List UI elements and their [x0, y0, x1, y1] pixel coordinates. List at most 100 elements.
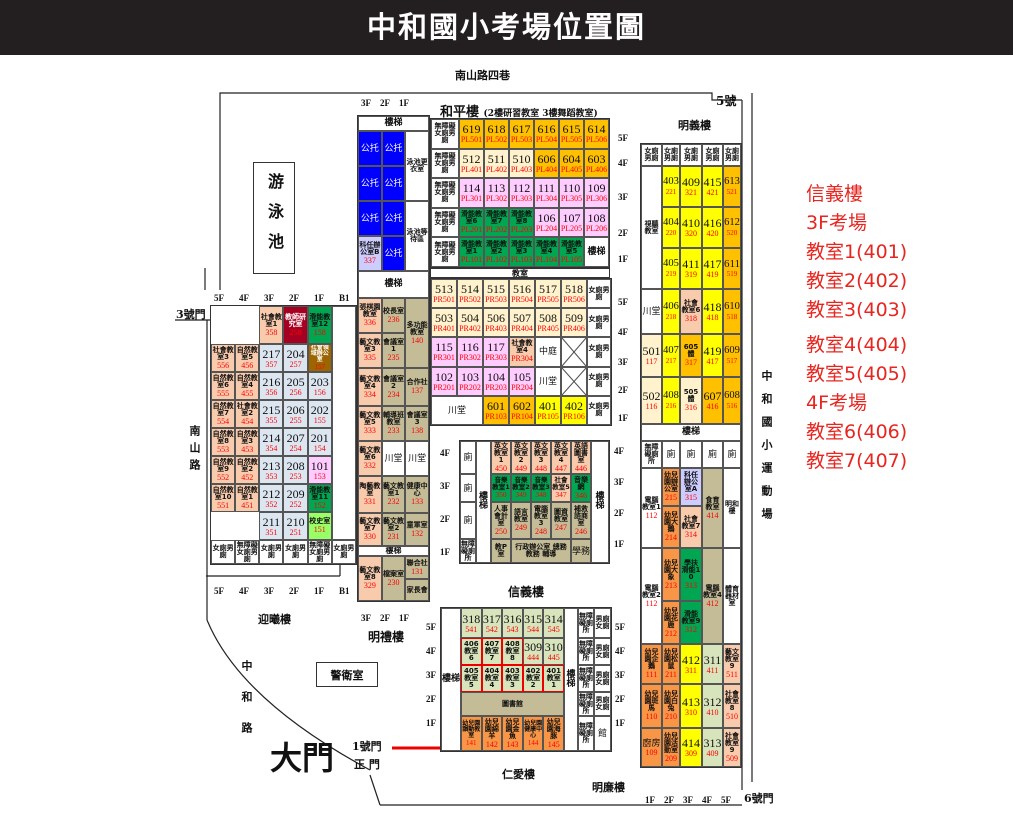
restroom: 無障礙女廁男廁: [431, 119, 459, 149]
restroom: 女廁男廁: [641, 144, 662, 166]
legend-item: 教室6(406): [806, 421, 908, 443]
legend-item: 教室5(405): [806, 363, 908, 385]
room-name: 202: [310, 402, 329, 417]
room-name: 310: [544, 640, 563, 654]
legend-heading: 3F考場: [806, 212, 868, 234]
room-name: 圖書館: [502, 699, 523, 708]
room-name: 自然教室3: [236, 429, 258, 445]
room-number: PR302: [459, 353, 481, 363]
restroom: 無障礙廁所: [578, 716, 594, 751]
room-name: 幼兒園花鹿: [664, 606, 678, 629]
room-number: PR506: [563, 295, 585, 305]
restroom: 女廁男廁: [662, 144, 680, 166]
floor-label: 3F: [264, 293, 274, 303]
room-number: 319: [685, 270, 697, 279]
room-number: 511: [726, 670, 738, 679]
room-name: 無障礙廁所: [644, 443, 659, 465]
room-name: 205: [286, 374, 305, 389]
room-name: 116: [461, 340, 479, 355]
room-name: 404: [663, 217, 679, 229]
room-number: 517: [726, 356, 738, 365]
room-name: 教師研究室: [285, 312, 307, 328]
room-name: 陶藝教室: [359, 482, 381, 497]
room-number: 311: [685, 665, 697, 675]
room-number: 336: [363, 318, 376, 327]
room-name: 515: [487, 282, 505, 297]
floor-label: 4F: [614, 446, 624, 456]
floor-label: 1F: [615, 718, 625, 728]
room-name: 617: [512, 122, 531, 137]
room-name: 幼兒園辦公室: [664, 471, 678, 493]
room-number: 251: [289, 527, 302, 537]
floor-label: 5F: [721, 795, 731, 805]
room-name: 612: [724, 217, 740, 229]
room-name: 419: [703, 344, 722, 358]
room-number: 556: [217, 360, 230, 370]
room-name: 115: [435, 340, 453, 355]
room-name: 滑能教室7: [486, 210, 507, 226]
room-name: 圖資教室: [554, 508, 568, 523]
room-name: 女廁男廁: [725, 147, 739, 162]
room-name: 音樂網: [574, 475, 588, 491]
room-name: 幼兒園企鵝: [644, 648, 659, 670]
room-number: 158: [313, 327, 326, 337]
xinyi-building-label: 信義樓: [508, 585, 545, 599]
room-number: 412: [706, 598, 719, 608]
room-name: 自然教室1: [236, 485, 258, 501]
room-number: 544: [527, 624, 540, 634]
floor-label: 2F: [380, 98, 390, 108]
room: 圖書館: [461, 692, 564, 716]
floor-label: 3F: [361, 98, 371, 108]
room-name: 216: [262, 374, 281, 389]
stairs: 樓梯: [564, 608, 578, 751]
room-name: 114: [462, 181, 481, 196]
floor-label: 4F: [618, 327, 628, 337]
room-name: 樓梯: [384, 279, 403, 289]
room-name: 幼兒園金魚: [505, 717, 520, 740]
room-name: 413: [682, 694, 700, 709]
room-name: 517: [539, 282, 557, 297]
restroom: 無障礙廁所: [578, 692, 594, 716]
room-name: 幼兒園健康中心: [524, 719, 543, 739]
floor-label: 2F: [664, 795, 674, 805]
room-name: 廁: [707, 449, 717, 459]
room-number: PL405: [560, 164, 583, 174]
room: 學務: [571, 539, 591, 563]
room-name: 幼兒園綿羊: [484, 717, 499, 740]
legend-heading: 信義樓: [806, 183, 864, 205]
room-name: 無障礙女廁男廁: [434, 181, 456, 204]
room-name: 408 教室8: [505, 640, 520, 662]
room-number: 335: [363, 353, 376, 362]
room-number: 337: [363, 256, 376, 265]
room-name: 109: [587, 181, 606, 196]
room-number: 214: [665, 533, 677, 542]
room-number: PL301: [460, 194, 483, 204]
floor-label: 2F: [614, 508, 624, 518]
room-name: 補救諮商室: [574, 504, 588, 527]
room-name: 無障礙女廁男廁: [434, 211, 456, 234]
room-name: 電腦教室2: [642, 583, 661, 599]
room-name: 藝文教室4: [359, 374, 381, 390]
legend-heading: 4F考場: [806, 392, 868, 414]
floor-label: 3F: [426, 670, 436, 680]
floor-label: 4F: [702, 795, 712, 805]
room-name: 405: [663, 258, 679, 270]
room-name: 416: [703, 216, 722, 230]
